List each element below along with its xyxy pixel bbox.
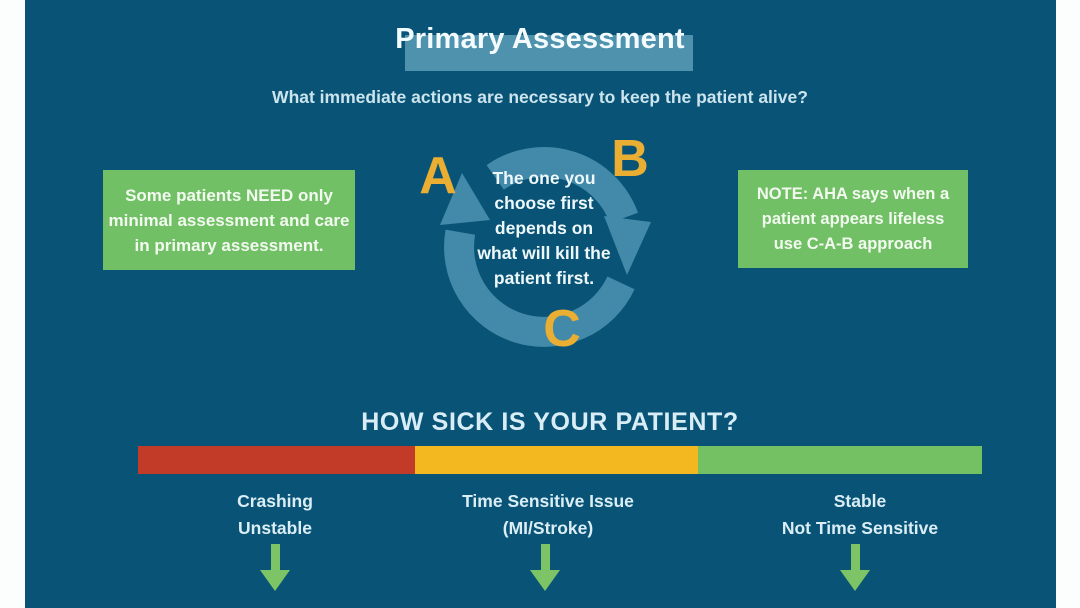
note-line: minimal assessment and care xyxy=(108,210,350,230)
note-aha-cab: NOTE: AHA says when a patient appears li… xyxy=(738,170,968,268)
label-line: (MI/Stroke) xyxy=(502,518,594,538)
arrow-stem xyxy=(270,544,280,570)
label-line: Crashing xyxy=(237,491,313,511)
note-line: Some patients NEED only xyxy=(125,185,333,205)
cycle-center-text: The one you choose first depends on what… xyxy=(434,166,654,291)
note-line: patient appears lifeless xyxy=(761,209,945,228)
cycle-text-line: choose first xyxy=(494,193,594,213)
arrow-head xyxy=(530,570,560,591)
down-arrow-icon xyxy=(260,544,290,591)
cycle-text-line: what will kill the xyxy=(477,243,611,263)
note-line: use C-A-B approach xyxy=(773,234,933,253)
cycle-letter-c: C xyxy=(543,300,581,358)
cycle-text-line: patient first. xyxy=(493,268,595,288)
note-line: NOTE: AHA says when a xyxy=(756,184,950,203)
cycle-letter-b: B xyxy=(611,130,649,188)
title-highlight-box xyxy=(405,35,693,71)
left-margin-bar xyxy=(0,0,25,608)
severity-segment-stable xyxy=(698,446,982,474)
abc-cycle-arrows-icon xyxy=(440,146,651,347)
label-time-sensitive: Time Sensitive Issue (MI/Stroke) xyxy=(428,488,668,542)
down-arrow-icon xyxy=(530,544,560,591)
label-stable: Stable Not Time Sensitive xyxy=(740,488,980,542)
right-margin-bar xyxy=(1056,0,1080,608)
label-line: Stable xyxy=(833,491,887,511)
note-line: in primary assessment. xyxy=(134,235,324,255)
label-line: Not Time Sensitive xyxy=(781,518,939,538)
down-arrow-icon xyxy=(840,544,870,591)
arrow-stem xyxy=(850,544,860,570)
page-title: Primary Assessment xyxy=(395,23,685,55)
triage-heading: HOW SICK IS YOUR PATIENT? xyxy=(361,408,739,436)
triage-severity-bar xyxy=(138,446,982,474)
arrow-stem xyxy=(540,544,550,570)
label-crashing-unstable: Crashing Unstable xyxy=(155,488,395,542)
label-line: Time Sensitive Issue xyxy=(462,491,634,511)
arrow-head xyxy=(840,570,870,591)
arrow-head xyxy=(260,570,290,591)
cycle-text-line: The one you xyxy=(492,168,596,188)
cycle-letter-a: A xyxy=(419,147,457,205)
page-subtitle: What immediate actions are necessary to … xyxy=(272,87,808,107)
severity-segment-time-sensitive xyxy=(415,446,698,474)
severity-segment-crashing xyxy=(138,446,415,474)
note-minimal-assessment: Some patients NEED only minimal assessme… xyxy=(103,170,355,270)
cycle-text-line: depends on xyxy=(494,218,594,238)
label-line: Unstable xyxy=(238,518,312,538)
